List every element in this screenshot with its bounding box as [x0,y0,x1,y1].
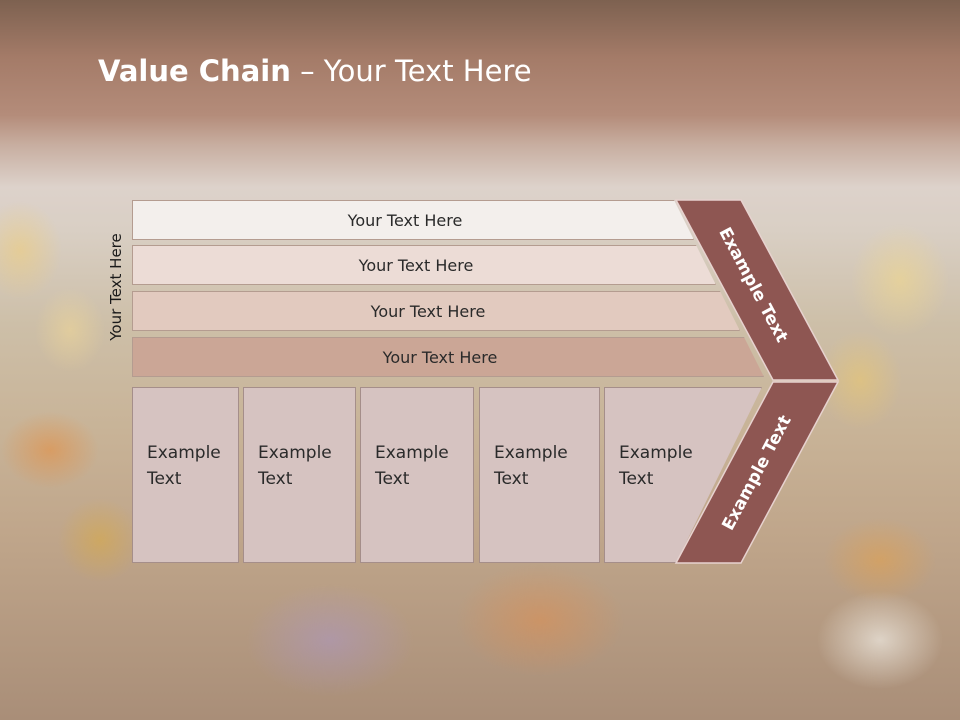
reflection-activity-4: Example Text [479,563,600,720]
primary-activity-2-line2: Text [258,469,293,489]
reflection-activity-2-line2: Text [258,637,293,657]
primary-activity-5-line2: Text [619,469,654,489]
primary-activity-4-line1: Example [494,443,568,463]
reflection-activity-1: Example Text [132,563,239,720]
slide-title-bold: Value Chain [98,54,291,88]
reflection-activity-1-line1: Example [147,663,221,683]
primary-activity-1-line1: Example [147,443,221,463]
primary-activity-3-line1: Example [375,443,449,463]
support-bar-4-text: Your Text Here [382,347,498,367]
reflection-activity-3-line2: Text [375,637,410,657]
side-label-text: Your Text Here [107,233,125,341]
support-bar-1: Your Text Here [132,200,694,240]
reflection-activity-5-line2: Text [619,637,654,657]
reflection-activity-1-line2: Text [147,637,182,657]
side-label: Your Text Here [102,222,130,352]
support-bar-2: Your Text Here [132,245,716,285]
support-bar-4: Your Text Here [132,337,764,377]
slide-title-rest: – Your Text Here [290,54,532,88]
support-bar-2-text: Your Text Here [358,255,474,275]
primary-activity-4-line2: Text [494,469,529,489]
slide-title: Value Chain – Your Text Here [98,54,532,88]
reflection-activity-4-line1: Example [494,663,568,683]
primary-activity-1-line2: Text [147,469,182,489]
support-bar-3-text: Your Text Here [370,301,486,321]
reflection-activity-5: Example Text [604,563,762,720]
primary-activity-2-line1: Example [258,443,332,463]
reflection-activity-2: Example Text [243,563,356,720]
primary-activity-5-line1: Example [619,443,693,463]
reflection-activity-5-line1: Example [619,663,693,683]
support-bar-3: Your Text Here [132,291,740,331]
reflection-activity-4-line2: Text [494,637,529,657]
support-bar-1-text: Your Text Here [347,210,463,230]
reflection-activity-3: Example Text [360,563,474,720]
primary-activity-3-line2: Text [375,469,410,489]
reflection-activity-3-line1: Example [375,663,449,683]
reflection-activity-2-line1: Example [258,663,332,683]
